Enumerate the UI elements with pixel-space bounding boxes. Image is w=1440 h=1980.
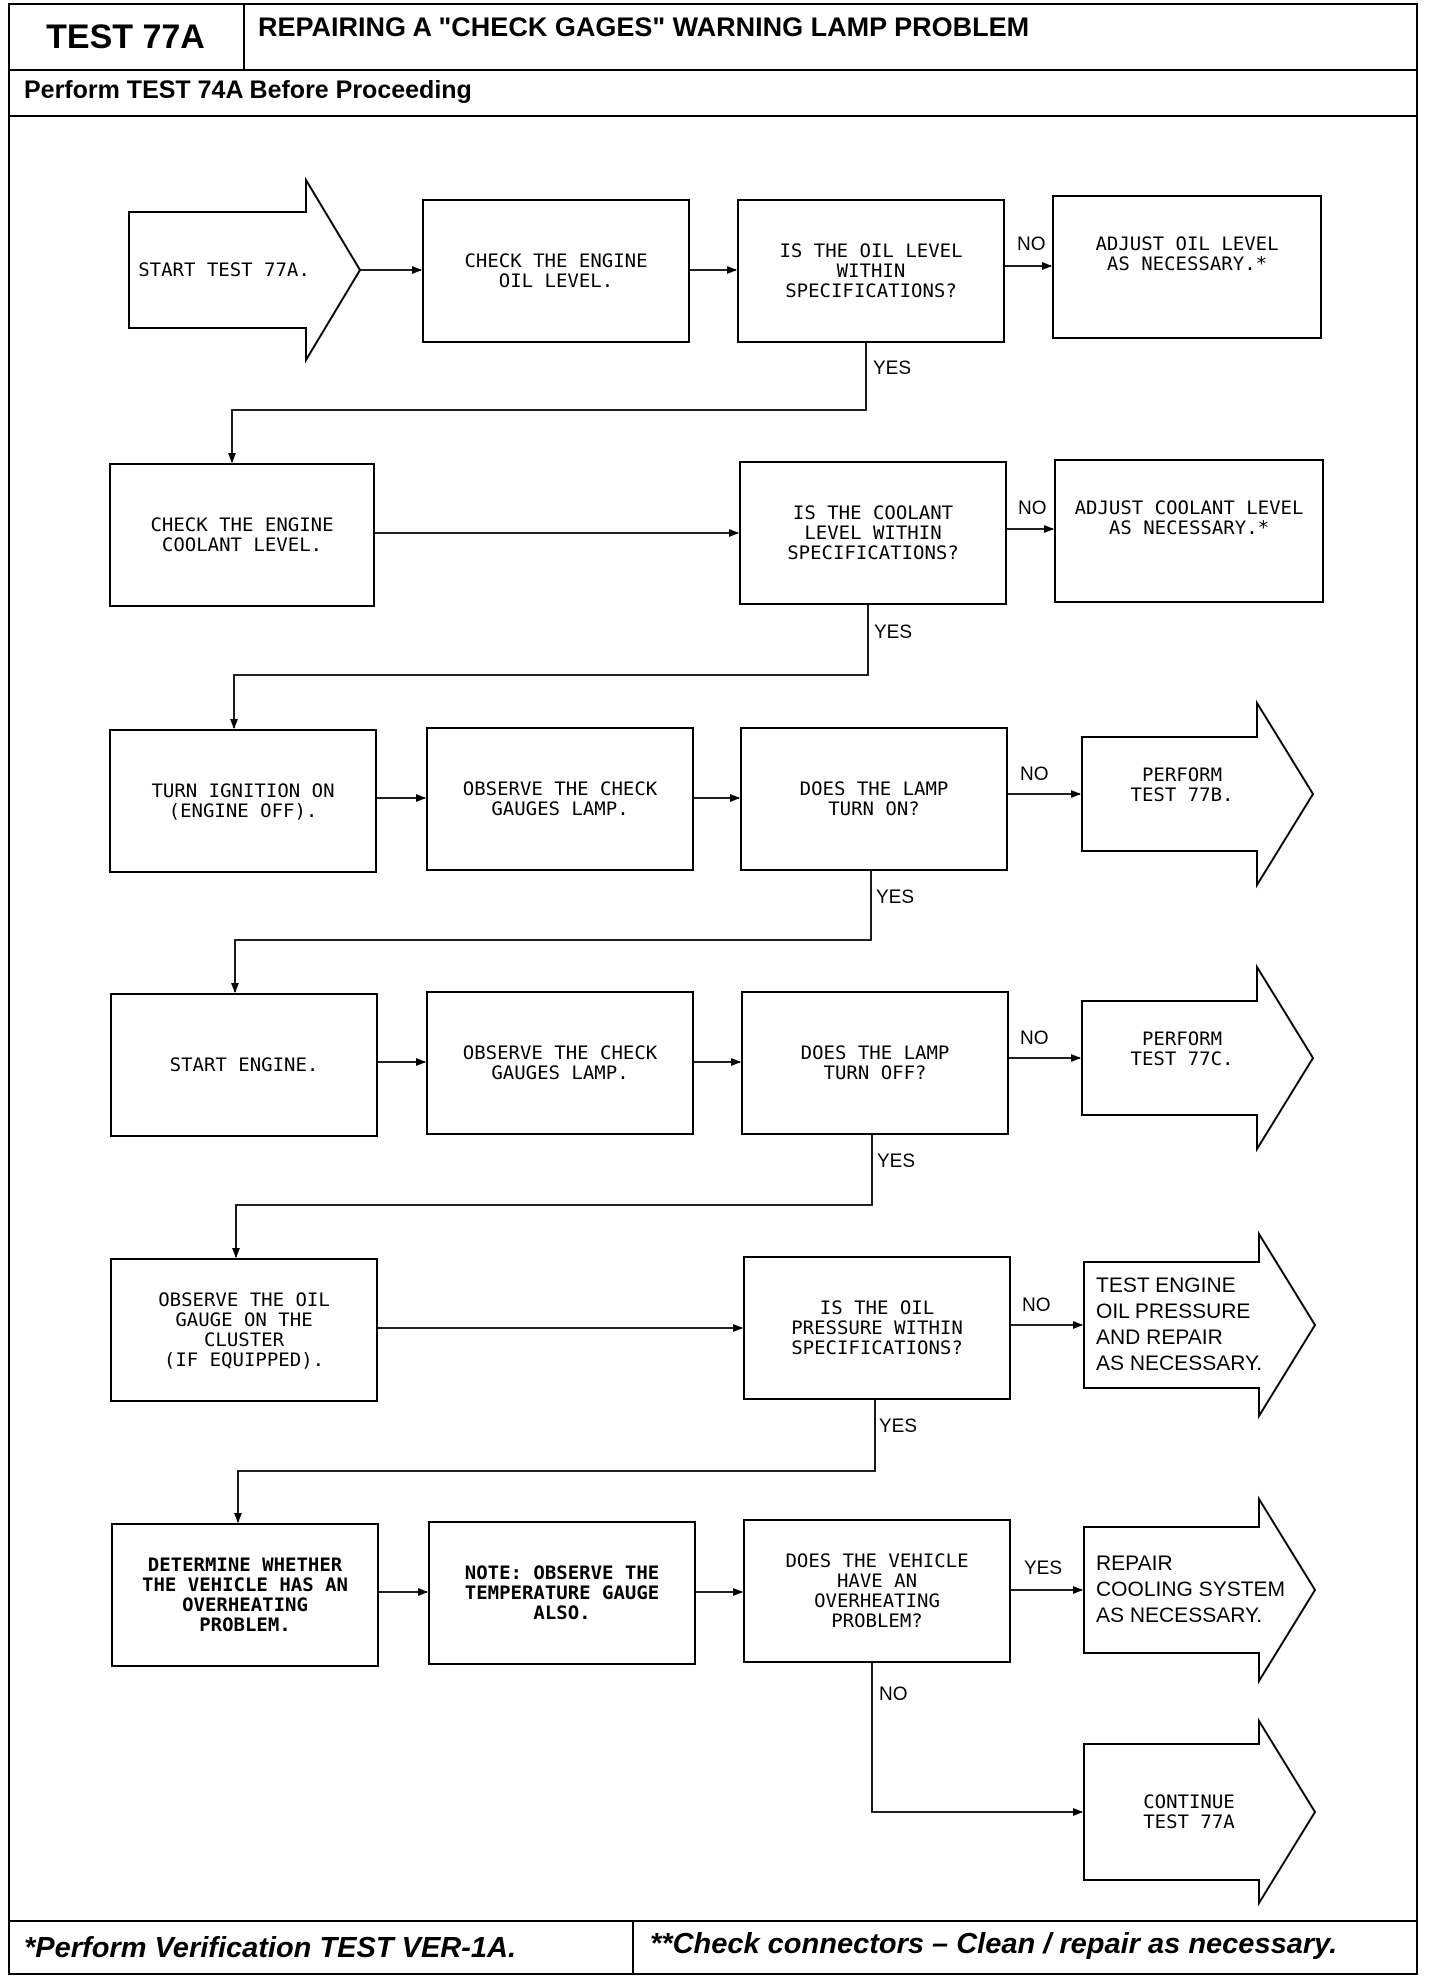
check-coolant-box	[109, 463, 375, 607]
edge-label-yes: YES	[1024, 1558, 1063, 1579]
footer-left-note: *Perform Verification TEST VER-1A.	[24, 1932, 517, 1964]
node-perform-77b-text: PERFORM TEST 77B.	[1130, 764, 1234, 806]
node-determine-overheat-text: DETERMINE WHETHER THE VEHICLE HAS AN OVE…	[142, 1554, 348, 1636]
check-oil-box	[422, 199, 690, 343]
start-engine-box	[110, 993, 378, 1137]
repair-cooling-arrow-shape	[1083, 1495, 1317, 1685]
node-continue-77a-text: CONTINUE TEST 77A	[1143, 1791, 1235, 1833]
perform-77b-arrow-shape	[1081, 699, 1315, 889]
node-adjust-coolant-text: ADJUST COOLANT LEVEL AS NECESSARY.*	[1074, 497, 1304, 539]
determine-overheat-box	[111, 1523, 379, 1667]
footer-row	[8, 1920, 1418, 1975]
observe-lamp-1-box	[426, 727, 694, 871]
edge-label-yes: YES	[876, 887, 915, 908]
adjust-coolant-box	[1054, 459, 1324, 603]
footer-right-note: **Check connectors – Clean / repair as n…	[650, 1928, 1338, 1960]
overheat-q-box	[743, 1519, 1011, 1663]
page-subtitle: Perform TEST 74A Before Proceeding	[24, 76, 472, 104]
observe-lamp-2-box	[426, 991, 694, 1135]
node-repair-cooling-text: REPAIR COOLING SYSTEM AS NECESSARY.	[1096, 1552, 1286, 1627]
edge-label-no: NO	[1022, 1295, 1051, 1316]
node-perform-77c-text: PERFORM TEST 77C.	[1130, 1028, 1234, 1070]
adjust-oil-box	[1052, 195, 1322, 339]
node-test-oil-pressure-text: TEST ENGINE OIL PRESSURE AND REPAIR AS N…	[1096, 1274, 1263, 1375]
node-oil-pressure-text: IS THE OIL PRESSURE WITHIN SPECIFICATION…	[791, 1297, 963, 1359]
test-id: TEST 77A	[8, 3, 245, 71]
node-check-coolant-text: CHECK THE ENGINE COOLANT LEVEL.	[150, 514, 334, 556]
start-arrow-shape	[128, 176, 362, 364]
footer-divider	[632, 1920, 634, 1975]
node-oil-within-text: IS THE OIL LEVEL WITHIN SPECIFICATIONS?	[779, 240, 963, 302]
node-coolant-within-text: IS THE COOLANT LEVEL WITHIN SPECIFICATIO…	[787, 502, 959, 564]
node-start-text: START TEST 77A.	[138, 259, 310, 281]
page-title: REPAIRING A "CHECK GAGES" WARNING LAMP P…	[258, 12, 1030, 42]
node-check-oil-text: CHECK THE ENGINE OIL LEVEL.	[464, 250, 648, 292]
edge-label-yes: YES	[877, 1151, 916, 1172]
edge-label-no: NO	[1020, 1028, 1049, 1049]
ignition-on-box	[109, 729, 377, 873]
page-frame	[8, 3, 1418, 1975]
edge-label-yes: YES	[879, 1416, 918, 1437]
edge-label-no: NO	[1020, 764, 1049, 785]
oil-within-box	[737, 199, 1005, 343]
lamp-off-box	[741, 991, 1009, 1135]
test-oil-pressure-arrow-shape	[1083, 1230, 1317, 1420]
node-overheat-q-text: DOES THE VEHICLE HAVE AN OVERHEATING PRO…	[785, 1550, 969, 1632]
node-adjust-oil-text: ADJUST OIL LEVEL AS NECESSARY.*	[1095, 233, 1279, 275]
edge-oil-within-check-coolant	[228, 342, 867, 463]
edge-label-no: NO	[1017, 234, 1046, 255]
edge-oil-pressure-determine-overheat	[234, 1399, 876, 1523]
node-note-temp-text: NOTE: OBSERVE THE TEMPERATURE GAUGE ALSO…	[464, 1562, 660, 1624]
edge-overheat-q-continue-77a	[871, 1662, 1083, 1816]
node-start-engine-text: START ENGINE.	[169, 1054, 319, 1076]
node-lamp-on-text: DOES THE LAMP TURN ON?	[799, 778, 949, 820]
node-observe-lamp-1-text: OBSERVE THE CHECK GAUGES LAMP.	[462, 778, 658, 820]
node-observe-oil-gauge-text: OBSERVE THE OIL GAUGE ON THE CLUSTER (IF…	[158, 1289, 330, 1371]
edge-lamp-off-observe-oil-gauge	[232, 1134, 873, 1258]
edge-label-yes: YES	[873, 358, 912, 379]
continue-77a-arrow-shape	[1083, 1717, 1317, 1907]
node-lamp-off-text: DOES THE LAMP TURN OFF?	[800, 1042, 950, 1084]
node-ignition-on-text: TURN IGNITION ON (ENGINE OFF).	[151, 780, 335, 822]
edge-label-yes: YES	[874, 622, 913, 643]
observe-oil-gauge-box	[110, 1258, 378, 1402]
lamp-on-box	[740, 727, 1008, 871]
edge-lamp-on-start-engine	[231, 870, 872, 993]
edge-coolant-within-ignition-on	[230, 604, 869, 729]
coolant-within-box	[739, 461, 1007, 605]
perform-77c-arrow-shape	[1081, 963, 1315, 1153]
header-row	[8, 3, 1418, 71]
oil-pressure-box	[743, 1256, 1011, 1400]
node-observe-lamp-2-text: OBSERVE THE CHECK GAUGES LAMP.	[462, 1042, 658, 1084]
edge-label-no: NO	[1018, 498, 1047, 519]
note-temp-box	[428, 1521, 696, 1665]
subheader-row	[8, 71, 1418, 117]
edge-label-no: NO	[879, 1684, 908, 1705]
